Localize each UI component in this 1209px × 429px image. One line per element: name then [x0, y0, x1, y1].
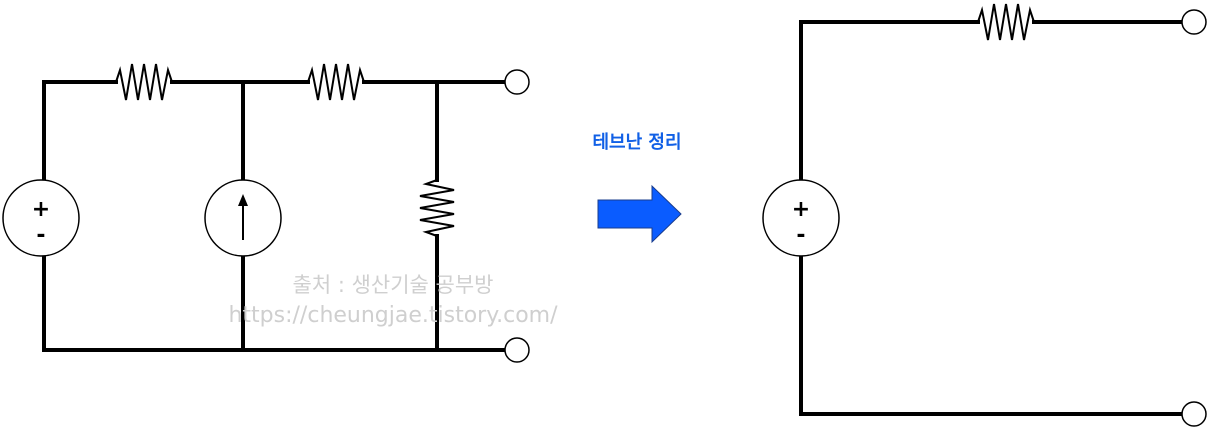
original-circuit: + -: [2, 63, 530, 363]
current-source: [204, 179, 282, 257]
voltage-source-left: + -: [2, 179, 80, 257]
watermark-url: https://cheungjae.tistory.com/: [228, 303, 558, 328]
terminal-equivalent-bottom: [1181, 401, 1207, 427]
minus-sign: -: [36, 223, 45, 248]
thevenin-equivalent-circuit: + -: [762, 3, 1207, 427]
watermark-source: 출처 : 생산기술 공부방: [293, 273, 494, 297]
minus-sign: -: [796, 223, 805, 248]
terminal-bottom: [504, 337, 530, 363]
plus-sign: +: [792, 197, 810, 222]
thevenin-label: 테브난 정리: [592, 132, 681, 153]
wire-left-bottom: [42, 254, 507, 352]
resistor-thevenin: [977, 3, 1035, 41]
wire-equivalent-top: [799, 20, 980, 182]
terminal-equivalent-top: [1181, 9, 1207, 35]
resistor-series-1: [115, 63, 173, 101]
resistor-shunt: [419, 179, 455, 237]
wire-top-left: [42, 80, 118, 182]
wire-equivalent-bottom: [799, 254, 1184, 416]
terminal-top: [504, 69, 530, 95]
right-arrow-icon: [597, 184, 682, 244]
plus-sign: +: [32, 197, 50, 222]
resistor-series-2: [307, 63, 365, 101]
voltage-source-thevenin: + -: [762, 179, 840, 257]
